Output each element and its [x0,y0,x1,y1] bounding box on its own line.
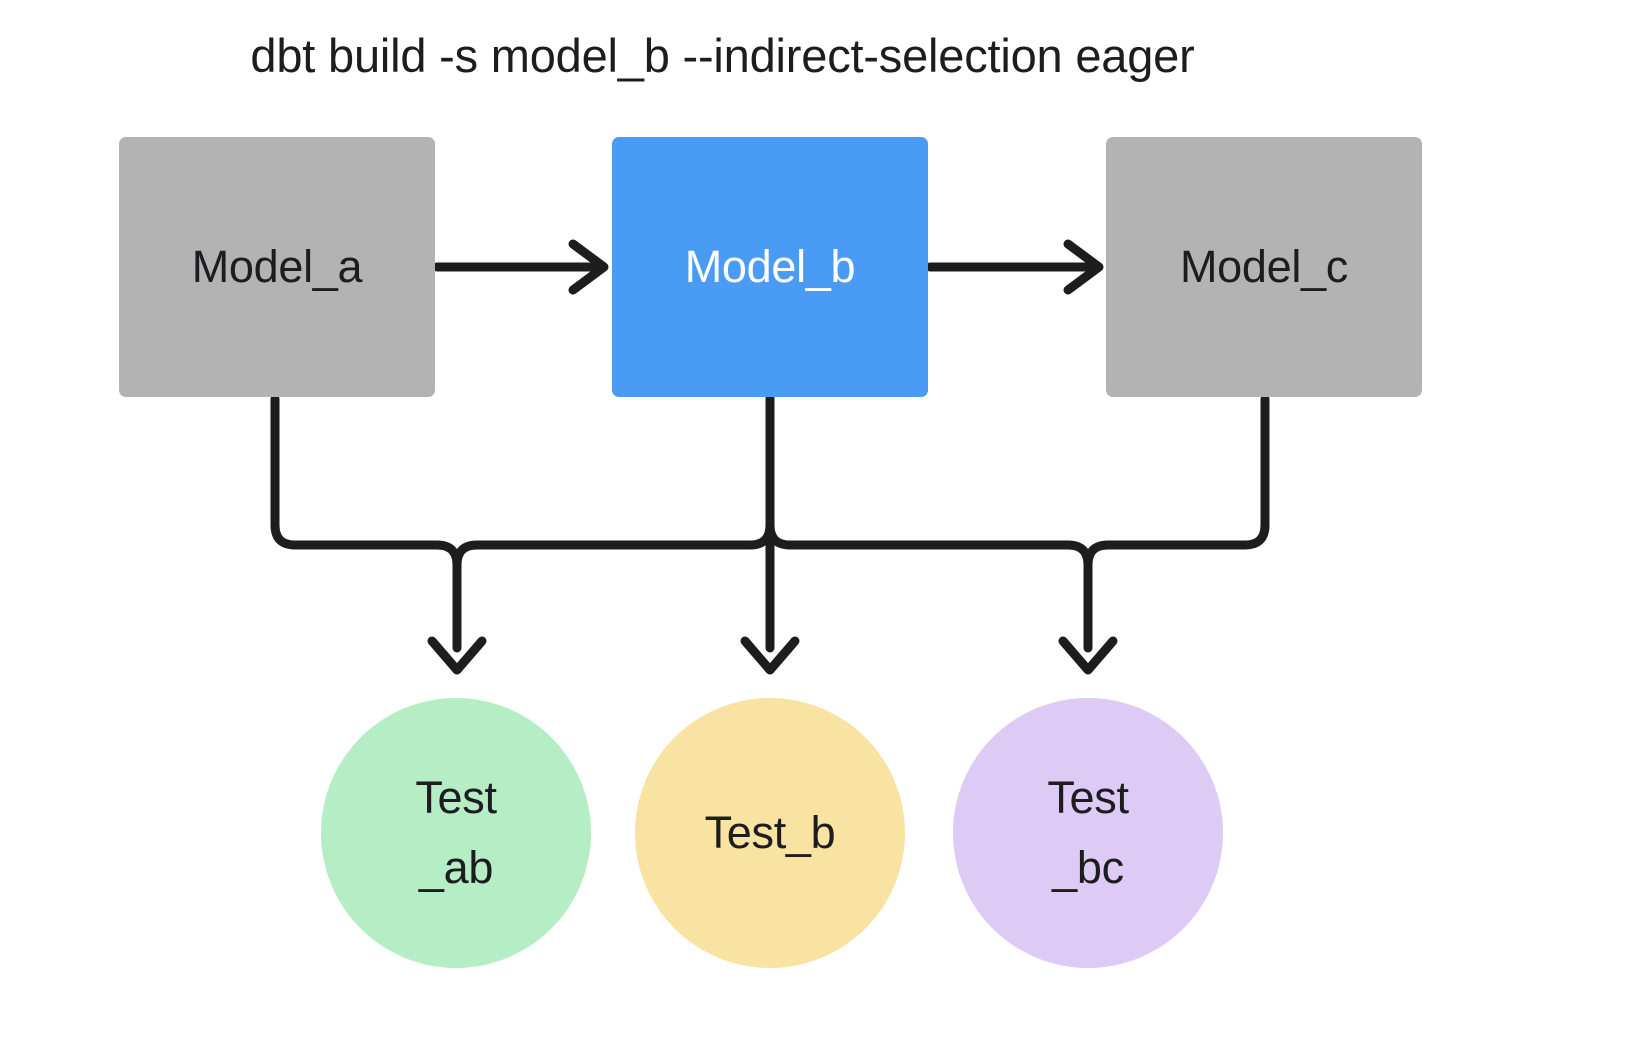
edge-arrowhead-test-ab [427,636,487,675]
node-model-a[interactable]: Model_a [119,137,435,397]
node-test-bc-label-line1: Test [1047,772,1129,824]
node-model-c[interactable]: Model_c [1106,137,1422,397]
edge-model-b-to-test-ab [452,394,775,570]
node-test-ab-label-line1: Test [415,772,497,824]
edge-model-b-to-test-bc [765,394,1093,653]
edge-arrowhead-test-b [740,636,800,675]
edge-arrowhead-test-bc [1058,636,1118,675]
edge-model-a-to-model-b-arrowhead [568,239,609,295]
node-model-b-label: Model_b [684,241,856,292]
node-model-b[interactable]: Model_b [612,137,928,397]
node-test-b[interactable]: Test_b [635,698,905,968]
node-test-bc-label-line2: _bc [1052,842,1124,893]
node-test-ab[interactable]: Test _ab [321,698,591,968]
edge-model-a-to-test-ab [270,394,462,653]
edge-model-c-to-test-bc [1083,394,1270,570]
node-test-ab-label-line2: _ab [418,842,494,893]
diagram-title: dbt build -s model_b --indirect-selectio… [250,29,1195,82]
edge-model-b-to-model-c-arrowhead [1063,239,1104,295]
node-test-b-label-line1: Test_b [704,807,836,859]
node-model-a-label: Model_a [191,241,363,292]
node-model-c-label: Model_c [1180,241,1348,292]
node-test-bc[interactable]: Test _bc [953,698,1223,968]
